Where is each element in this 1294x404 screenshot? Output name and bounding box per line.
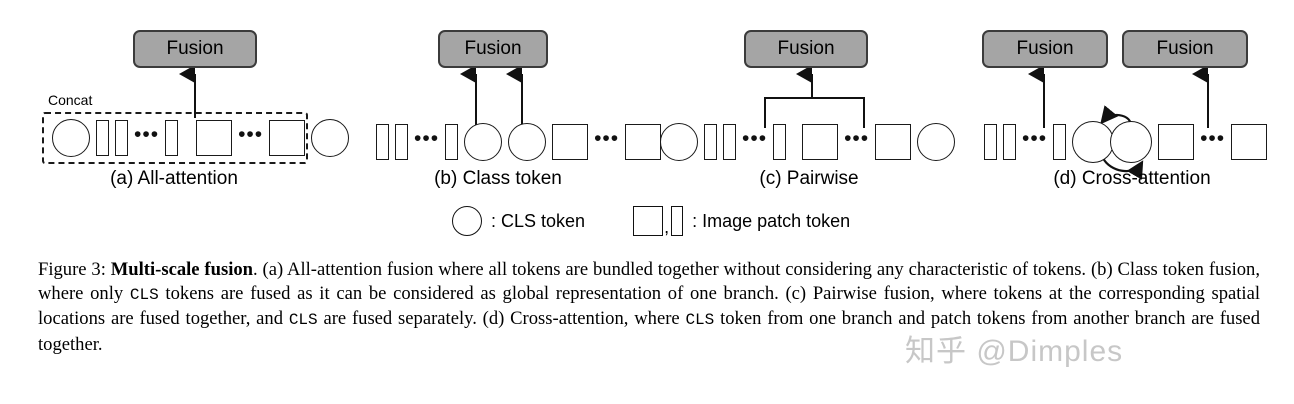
panel-caption-b: (b) Class token bbox=[434, 168, 562, 189]
panel-cross-attention: Fusion Fusion ••• ••• (d) Cross-attentio… bbox=[970, 0, 1294, 200]
patch-token-narrow bbox=[1003, 124, 1016, 160]
ellipsis-dots: ••• bbox=[238, 123, 264, 146]
patch-token-square bbox=[802, 124, 839, 160]
patch-token-square bbox=[875, 124, 912, 160]
legend: : CLS token , : Image patch token bbox=[452, 200, 850, 242]
cls-token bbox=[1110, 121, 1153, 163]
panel-caption-d: (d) Cross-attention bbox=[1053, 168, 1211, 189]
cls-token bbox=[311, 119, 350, 157]
concat-dashed-box bbox=[42, 112, 308, 164]
cls-token bbox=[508, 123, 547, 161]
fusion-box-c[interactable]: Fusion bbox=[744, 30, 868, 68]
patch-token-narrow bbox=[723, 124, 736, 160]
token-row-b: ••• ••• bbox=[376, 120, 662, 164]
patch-token-narrow bbox=[1053, 124, 1067, 160]
patch-token-narrow bbox=[165, 120, 179, 156]
legend-comma: , bbox=[664, 216, 670, 237]
figure-caption-seg2: tokens are fused as it can be considered… bbox=[38, 282, 1260, 330]
ellipsis-dots: ••• bbox=[594, 127, 620, 150]
fusion-box-d-left[interactable]: Fusion bbox=[982, 30, 1108, 68]
figure-caption-seg4: token from one branch and patch tokens f… bbox=[38, 308, 1260, 355]
patch-token-square bbox=[1158, 124, 1195, 160]
token-row-c: ••• ••• bbox=[660, 120, 956, 164]
panel-class-token: Fusion ••• ••• (b) Class token bbox=[348, 0, 662, 200]
figure-caption: Figure 3: Multi-scale fusion. (a) All-at… bbox=[38, 258, 1260, 356]
cls-token bbox=[660, 123, 698, 161]
patch-token-narrow bbox=[395, 124, 408, 160]
ellipsis-dots: ••• bbox=[844, 127, 870, 150]
legend-cls-token-label: : CLS token bbox=[491, 210, 586, 231]
patch-token-square bbox=[552, 124, 589, 160]
legend-patch-rect-icon bbox=[671, 206, 684, 236]
figure-caption-mono3: CLS bbox=[685, 311, 715, 330]
patch-token-narrow bbox=[115, 120, 128, 156]
cls-token bbox=[52, 119, 90, 157]
ellipsis-dots: ••• bbox=[414, 127, 440, 150]
ellipsis-dots: ••• bbox=[742, 127, 768, 150]
cls-token bbox=[1072, 121, 1115, 163]
patch-token-narrow bbox=[704, 124, 717, 160]
panel-caption-c: (c) Pairwise bbox=[759, 168, 859, 189]
panel-pairwise: Fusion ••• ••• (c) Pairwise bbox=[648, 0, 970, 200]
panel-all-attention: Fusion Concat ••• ••• (a) All-attention bbox=[0, 0, 350, 200]
token-row-a: ••• ••• bbox=[52, 116, 350, 160]
cls-token bbox=[917, 123, 956, 161]
fusion-box-a[interactable]: Fusion bbox=[133, 30, 257, 68]
patch-token-narrow bbox=[376, 124, 389, 160]
panel-caption-a: (a) All-attention bbox=[110, 168, 238, 189]
fusion-box-d-right[interactable]: Fusion bbox=[1122, 30, 1248, 68]
figure-caption-prefix: Figure 3: bbox=[38, 259, 111, 280]
legend-patch-token-label: : Image patch token bbox=[692, 210, 851, 231]
figure-caption-mono2: CLS bbox=[288, 311, 318, 330]
figure-caption-seg3: are fused separately. (d) Cross-attentio… bbox=[317, 308, 686, 330]
patch-token-narrow bbox=[445, 124, 459, 160]
patch-token-narrow bbox=[984, 124, 997, 160]
patch-token-narrow bbox=[773, 124, 787, 160]
figure-caption-title: Multi-scale fusion bbox=[110, 259, 254, 280]
patch-token-square bbox=[269, 120, 306, 156]
concat-label: Concat bbox=[48, 92, 93, 108]
figure-caption-mono1: CLS bbox=[129, 285, 159, 304]
figure-diagram-area: Fusion Concat ••• ••• (a) All-attention … bbox=[0, 0, 1294, 242]
fusion-box-b[interactable]: Fusion bbox=[438, 30, 548, 68]
patch-token-square bbox=[1231, 124, 1268, 160]
patch-token-square bbox=[196, 120, 233, 156]
figure-caption-seg1: . (a) All-attention fusion where all tok… bbox=[38, 259, 1260, 304]
cls-token bbox=[464, 123, 503, 161]
ellipsis-dots: ••• bbox=[1022, 127, 1048, 150]
token-row-d: ••• ••• bbox=[984, 120, 1268, 164]
patch-token-narrow bbox=[96, 120, 109, 156]
legend-patch-square-icon bbox=[633, 206, 664, 236]
ellipsis-dots: ••• bbox=[1200, 127, 1226, 150]
legend-cls-token-icon bbox=[452, 206, 482, 236]
ellipsis-dots: ••• bbox=[134, 123, 160, 146]
